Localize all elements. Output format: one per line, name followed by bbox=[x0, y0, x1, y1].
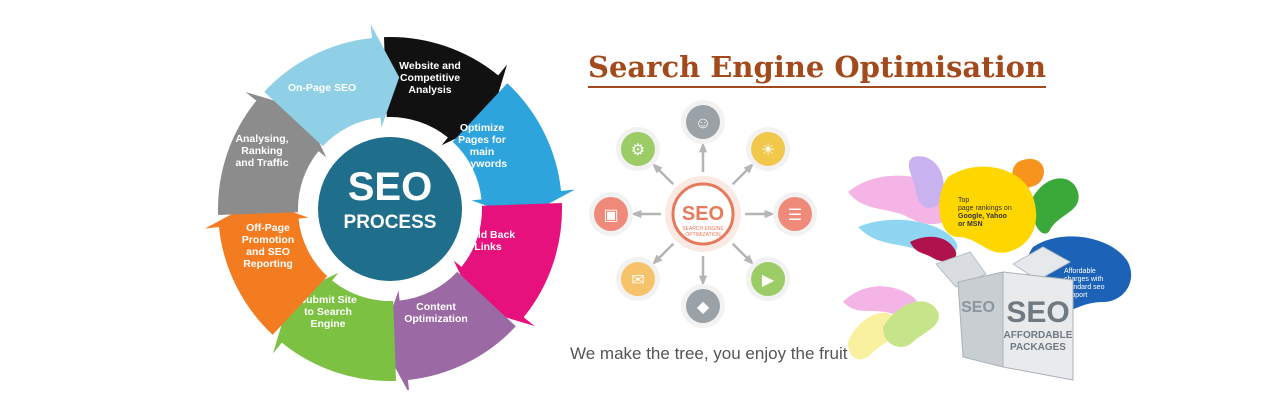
users-icon bbox=[686, 105, 720, 139]
cycle-step-label: Analysing, bbox=[235, 133, 288, 145]
mail-icon-glyph: ✉ bbox=[631, 272, 644, 289]
cycle-step-label: Links bbox=[474, 241, 502, 253]
network-arrowhead bbox=[698, 142, 708, 153]
splash-lime-bottom bbox=[883, 301, 939, 347]
tagline: We make the tree, you enjoy the fruit bbox=[570, 344, 848, 363]
cycle-step-label: and SEO bbox=[246, 246, 290, 258]
blue-bubble-line1: Affordable bbox=[1064, 268, 1096, 275]
cycle-step-label: Keywords bbox=[457, 158, 507, 170]
cycle-step-label: Competitive bbox=[400, 72, 460, 84]
cycle-step-label: Content bbox=[416, 301, 456, 313]
cycle-step-label: Build Back bbox=[461, 229, 515, 241]
network-nodes: ☺ ☀ ☰ ▶ ◆ ✉ ▣ ⚙ bbox=[589, 100, 817, 328]
cycle-step-arrow bbox=[380, 271, 516, 390]
gear-icon-glyph: ⚙ bbox=[631, 142, 645, 159]
yellow-bubble-line2: page rankings on bbox=[958, 205, 1012, 212]
cycle-step-label: Optimization bbox=[404, 313, 468, 325]
lightbulb-icon bbox=[751, 131, 786, 166]
mail-icon bbox=[620, 262, 655, 297]
cycle-step-label: main bbox=[470, 146, 495, 158]
seo-process-cycle: Website andCompetitiveAnalysisOptimizePa… bbox=[205, 24, 575, 390]
cycle-step-label: Submit Site bbox=[299, 294, 357, 306]
network-arrowhead bbox=[652, 254, 663, 265]
cycle-step-label: Off-Page bbox=[246, 222, 290, 234]
cycle-step-label: Optimize bbox=[460, 122, 504, 134]
cycle-step-label: to Search bbox=[304, 306, 352, 318]
network-arrowhead bbox=[743, 254, 754, 265]
cycle-steps: Website andCompetitiveAnalysisOptimizePa… bbox=[205, 24, 575, 390]
network-arrowhead bbox=[631, 209, 642, 219]
network-arrowhead bbox=[743, 163, 754, 174]
cycle-step-label: Reporting bbox=[243, 258, 293, 270]
network-arrowhead bbox=[764, 209, 775, 219]
cycle-step-arrow bbox=[452, 83, 575, 219]
box-side bbox=[957, 271, 1004, 368]
cycle-step-arrow bbox=[264, 24, 400, 147]
network-center-line3: OPTIMIZATION bbox=[685, 232, 721, 238]
splash-lilac-top bbox=[908, 156, 944, 209]
box-sublabel-1: AFFORDABLE bbox=[1004, 330, 1073, 341]
cycle-step-label: Pages for bbox=[458, 134, 506, 146]
hub-title: SEO bbox=[348, 165, 432, 209]
megaphone-icon-glyph: ▶ bbox=[762, 272, 775, 289]
sitemap-icon bbox=[778, 197, 812, 231]
cycle-step-label: Promotion bbox=[242, 234, 295, 246]
box-side-label: SEO bbox=[961, 299, 995, 316]
presentation-icon-glyph: ▣ bbox=[603, 207, 618, 224]
lightbulb-icon-glyph: ☀ bbox=[761, 142, 775, 159]
blue-bubble-line4: support bbox=[1064, 292, 1087, 299]
cycle-step-label: Ranking bbox=[241, 145, 282, 157]
splash-yellow-bubble bbox=[939, 166, 1037, 253]
cycle-step-label: Engine bbox=[310, 318, 345, 330]
tag-icon bbox=[686, 289, 720, 323]
yellow-bubble-line4: or MSN bbox=[958, 221, 983, 228]
gear-icon bbox=[620, 131, 655, 166]
cycle-step-label: Website and bbox=[399, 60, 461, 72]
seo-network-diagram: ☺ ☀ ☰ ▶ ◆ ✉ ▣ ⚙ SEO SEARCH ENGINE OPTIMIZATION bbox=[589, 100, 817, 328]
network-center-line2: SEARCH ENGINE bbox=[682, 226, 724, 232]
page-title: Search Engine Optimisation bbox=[588, 50, 1047, 88]
cycle-step-label: Analysis bbox=[408, 84, 451, 96]
cycle-step-label: and Traffic bbox=[235, 157, 288, 169]
yellow-bubble-line3: Google, Yahoo bbox=[958, 213, 1007, 220]
blue-bubble-line2: charges with bbox=[1064, 276, 1103, 283]
box-sublabel-2: PACKAGES bbox=[1010, 342, 1066, 353]
cycle-hub bbox=[318, 137, 462, 281]
network-center bbox=[671, 182, 735, 246]
blue-bubble-line3: standard seo bbox=[1064, 284, 1105, 291]
megaphone-icon bbox=[751, 262, 786, 297]
cycle-step-arrow bbox=[205, 199, 328, 335]
seo-package-illustration: Top page rankings on Google, Yahoo or MS… bbox=[843, 156, 1132, 381]
splash-magenta bbox=[910, 236, 957, 262]
sitemap-icon-glyph: ☰ bbox=[788, 207, 802, 224]
presentation-icon bbox=[594, 197, 628, 231]
hub-subtitle: PROCESS bbox=[344, 212, 437, 233]
network-center-title: SEO bbox=[682, 203, 724, 225]
box-front bbox=[1002, 271, 1074, 381]
network-arrowhead bbox=[652, 163, 663, 174]
tag-icon-glyph: ◆ bbox=[697, 299, 710, 316]
network-arrowhead bbox=[698, 275, 708, 286]
box-label: SEO bbox=[1006, 296, 1069, 329]
splash-green-top bbox=[1031, 178, 1079, 234]
network-spokes bbox=[631, 142, 775, 286]
cycle-step-label: On-Page SEO bbox=[288, 82, 356, 94]
users-icon-glyph: ☺ bbox=[695, 115, 711, 132]
yellow-bubble-line1: Top bbox=[958, 197, 969, 204]
